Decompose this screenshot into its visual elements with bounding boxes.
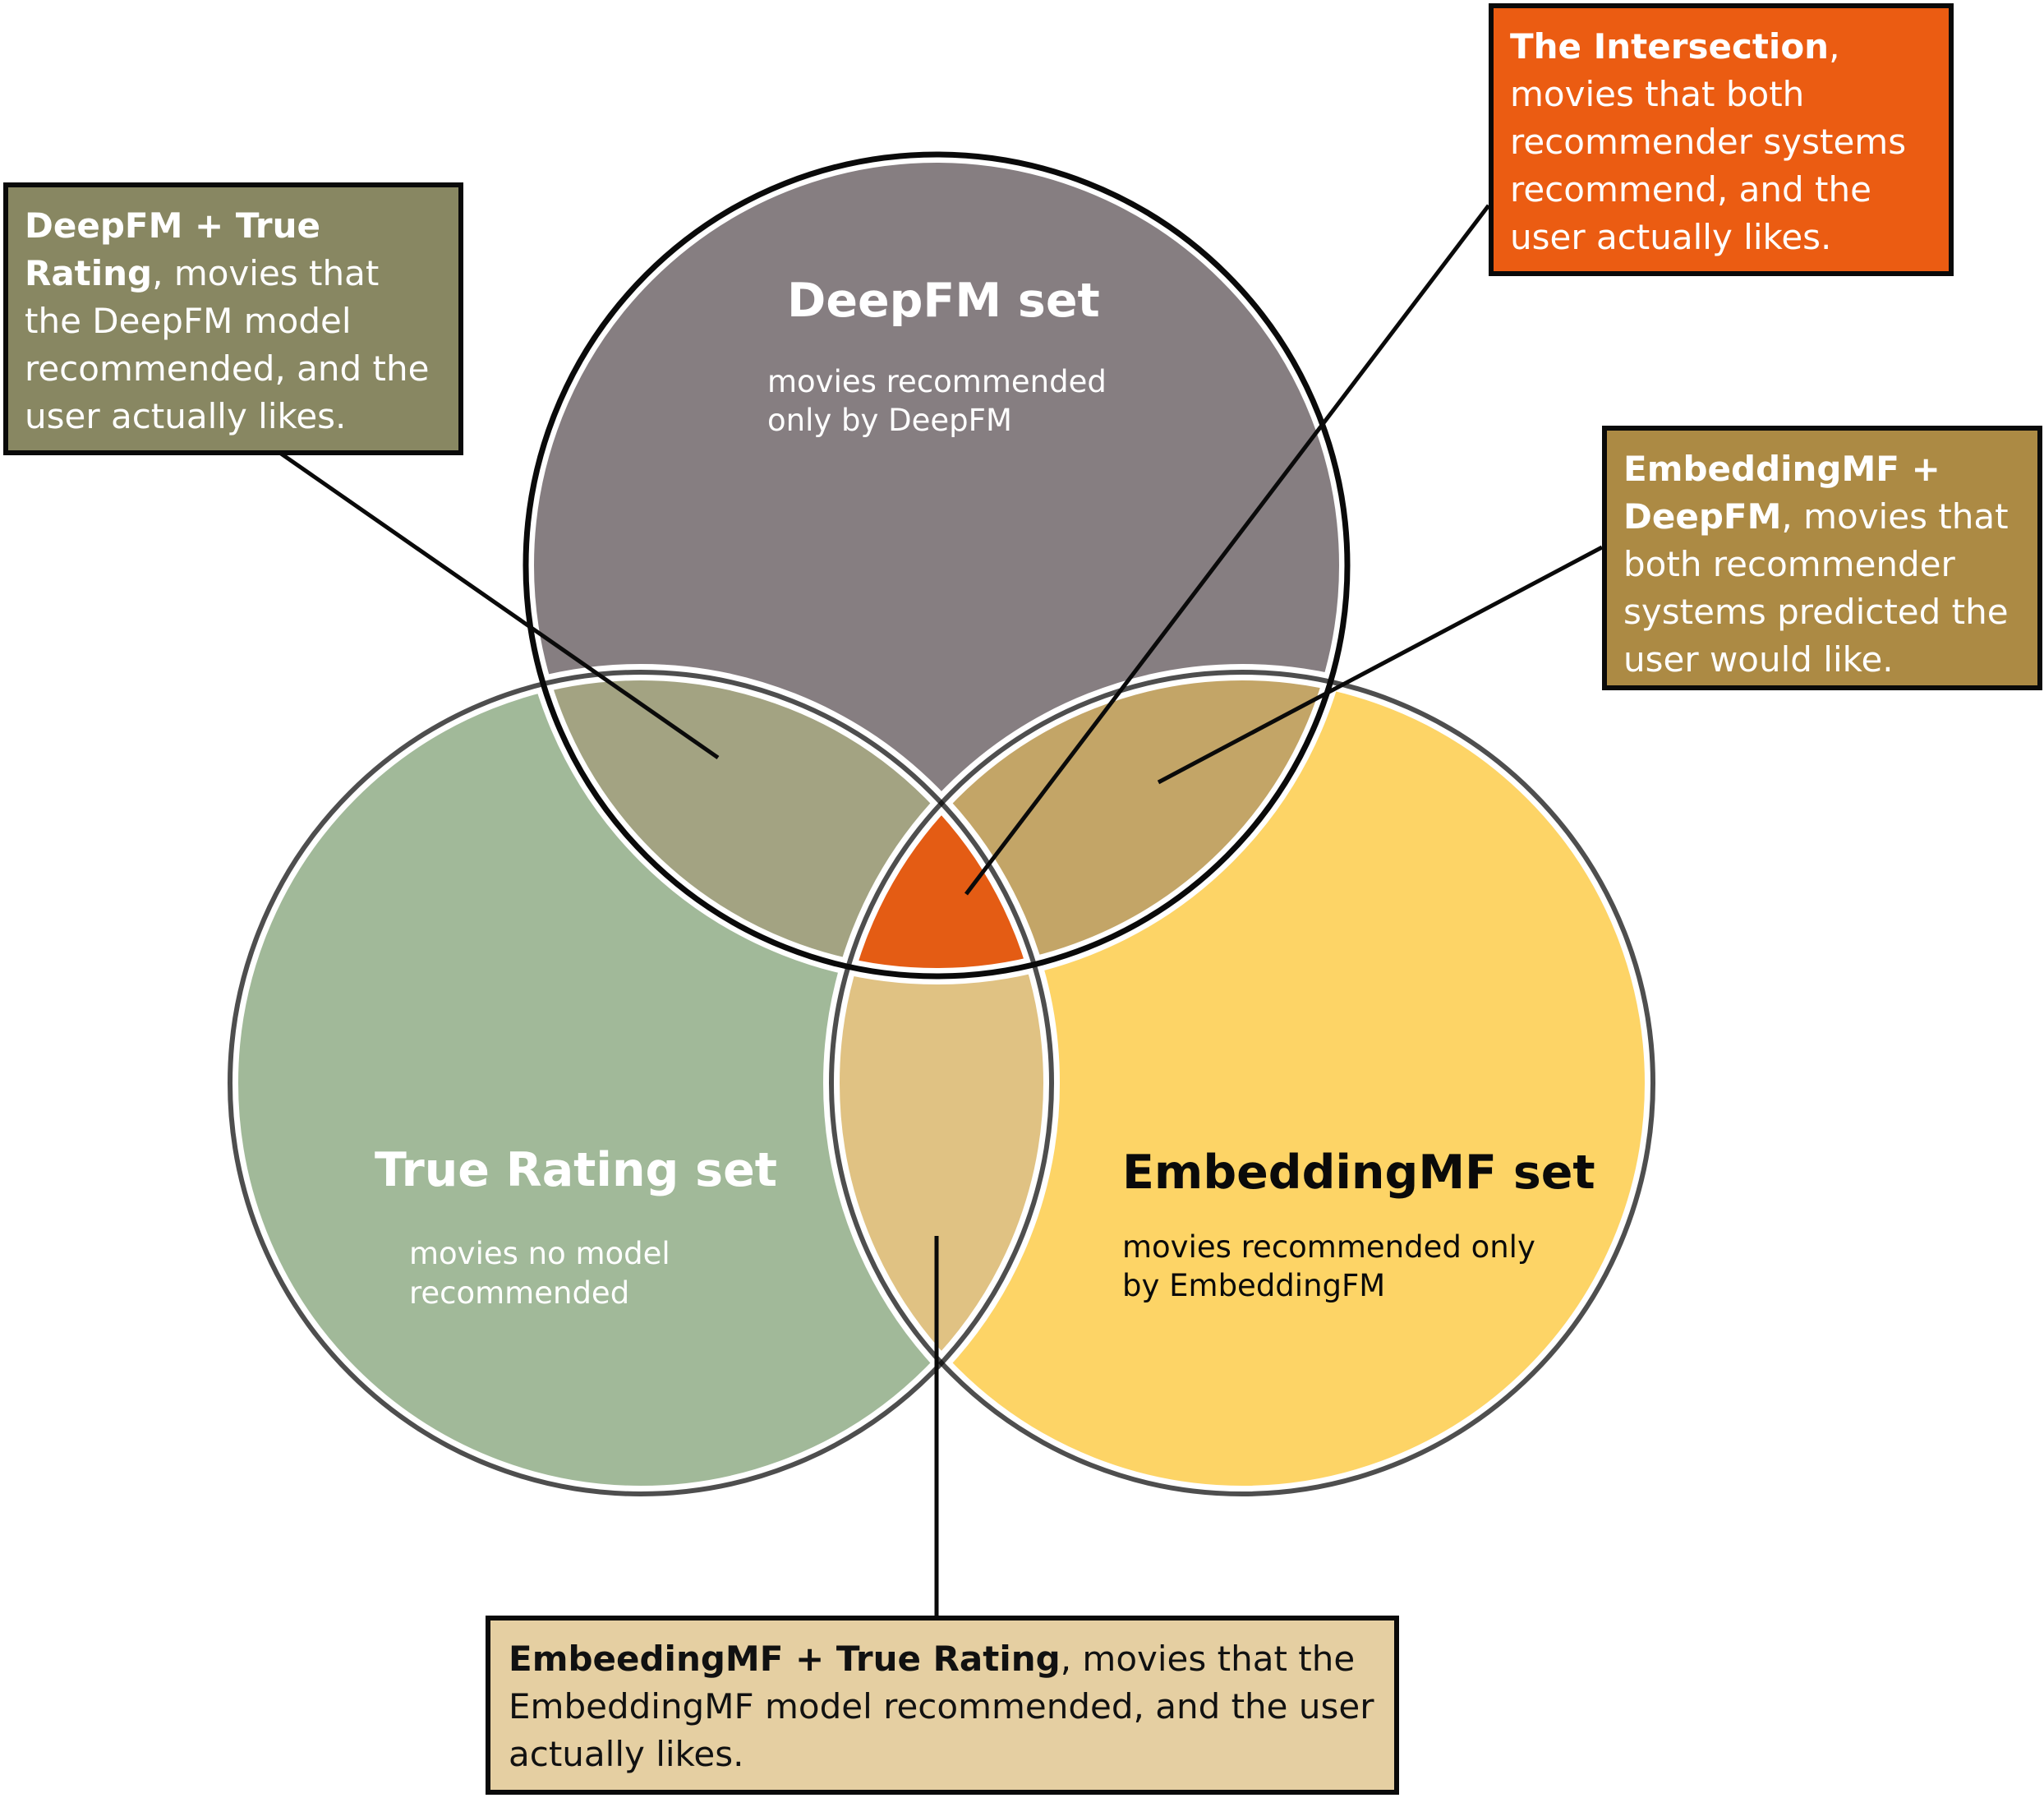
true-rating-outline [228, 670, 1054, 1496]
true-rating-set-subtitle-2: recommended [409, 1275, 629, 1311]
callout-emb-deepfm-text: , movies that both recommender systems p… [1623, 496, 2009, 680]
embeddingmf-set-subtitle-2: by EmbeddingFM [1122, 1268, 1385, 1303]
callout-embeddingmf-true-rating: EmbeedingMF + True Rating, movies that t… [486, 1616, 1399, 1795]
callout-embeddingmf-deepfm: EmbeddingMF + DeepFM, movies that both r… [1602, 426, 2042, 690]
callout-deepfm-true-rating: DeepFM + True Rating, movies that the De… [3, 182, 463, 455]
callout-deepfm-true-bold: DeepFM + True Rating [25, 205, 320, 293]
callout-deepfm-true-text: , movies that the DeepFM model recommend… [25, 253, 430, 436]
callout-intersection-bold: The Intersection [1510, 26, 1830, 67]
callout-intersection-text: , movies that both recommender systems r… [1510, 26, 1907, 257]
deepfm-set-subtitle-1: movies recommended [767, 364, 1107, 399]
callout-emb-deepfm-bold: EmbeddingMF + DeepFM [1623, 449, 1940, 537]
embeddingmf-set-subtitle-1: movies recommended only [1122, 1229, 1535, 1265]
leader-line-intersection [964, 204, 1490, 896]
embeddingmf-outline [829, 670, 1655, 1496]
deepfm-true-overlap [526, 672, 1052, 976]
leader-line-emb-deepfm [1157, 545, 1604, 785]
emb-deepfm-overlap [831, 672, 1347, 976]
embeddingmf-set-title: EmbeddingMF set [1122, 1146, 1595, 1200]
deepfm-outline [523, 151, 1351, 980]
deepfm-set-subtitle-2: only by DeepFM [767, 403, 1012, 438]
callout-emb-true-bold: EmbeedingMF + True Rating [509, 1639, 1061, 1679]
callout-emb-true-text: , movies that the EmbeddingMF model reco… [509, 1639, 1374, 1774]
true-rating-set-subtitle-1: movies no model [409, 1236, 670, 1271]
true-rating-set-title: True Rating set [375, 1143, 777, 1197]
deepfm-set-title: DeepFM set [787, 274, 1100, 328]
callout-intersection: The Intersection, movies that both recom… [1489, 3, 1954, 276]
leader-line-deepfm-true [279, 451, 720, 760]
